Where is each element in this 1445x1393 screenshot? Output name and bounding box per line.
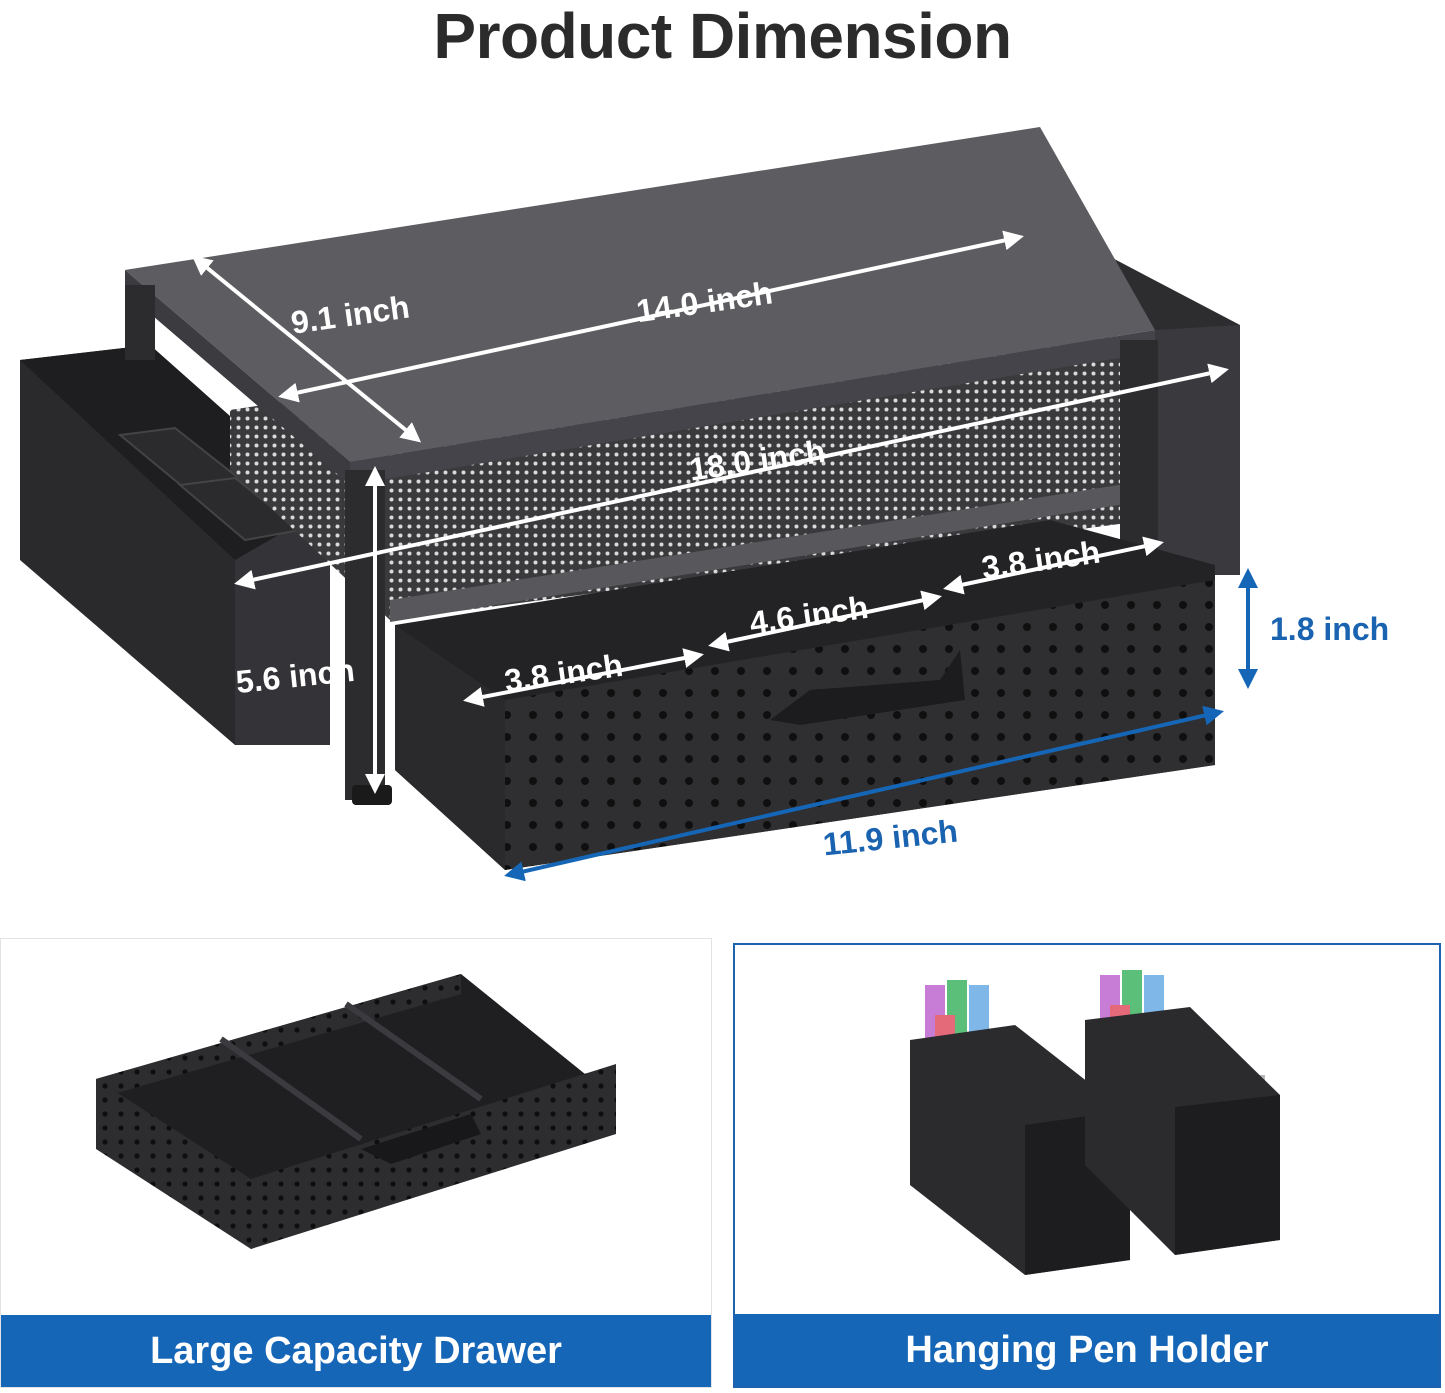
product-dimension-illustration: 9.1 inch 14.0 inch 18.0 inch 5.6 inch 3.… bbox=[20, 127, 1389, 882]
front-left-leg bbox=[345, 470, 385, 800]
drawer-illustration bbox=[96, 974, 616, 1249]
feature-card-drawer: Large Capacity Drawer bbox=[0, 938, 712, 1388]
pen-holder-illustration bbox=[910, 970, 1280, 1275]
page-title: Product Dimension bbox=[433, 0, 1012, 72]
feature-label-drawer: Large Capacity Drawer bbox=[1, 1315, 711, 1387]
feature-card-pen-holder: Hanging Pen Holder bbox=[733, 943, 1441, 1388]
dimension-lines-white bbox=[191, 230, 1229, 794]
feature-label-pen-holder: Hanging Pen Holder bbox=[735, 1314, 1439, 1386]
pen-holder-left bbox=[910, 980, 1130, 1275]
label-drawer-height: 1.8 inch bbox=[1270, 611, 1389, 647]
pen-holder-right bbox=[1085, 970, 1280, 1255]
dimension-lines-blue bbox=[504, 568, 1258, 882]
